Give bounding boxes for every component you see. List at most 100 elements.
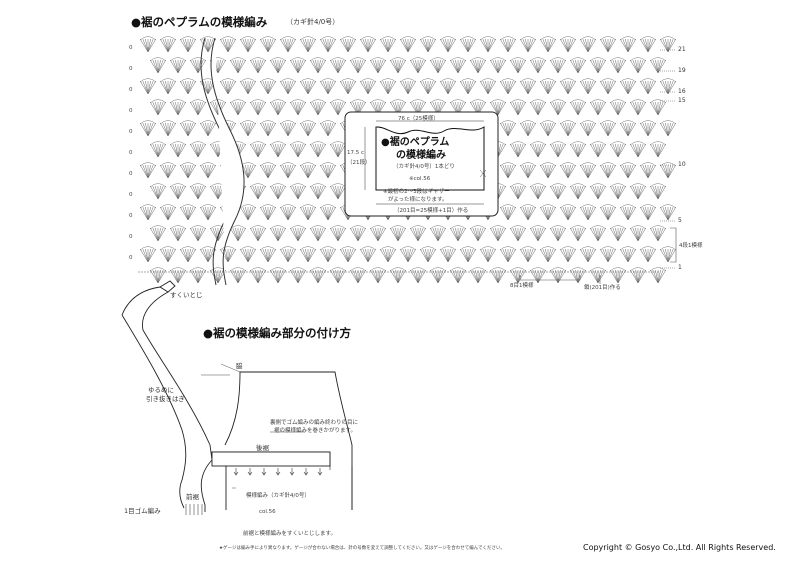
fan-stitch: [219, 78, 237, 95]
fan-stitch: [289, 141, 307, 158]
fan-stitch: [299, 204, 317, 221]
fan-stitch: [539, 36, 557, 53]
fan-stitch: [239, 246, 257, 263]
fan-stitch: [499, 36, 517, 53]
fan-stitch: [579, 36, 597, 53]
fan-stitch: [519, 120, 537, 137]
fan-stitch: [289, 183, 307, 200]
fan-stitch: [339, 36, 357, 53]
right-row-number: 5: [678, 217, 682, 224]
fan-stitch: [359, 36, 377, 53]
repeat-rows-label: 4段1模様: [679, 243, 703, 249]
arrow-mark: [303, 468, 309, 476]
fan-stitch: [539, 246, 557, 263]
fan-stitch: [479, 36, 497, 53]
fan-stitch: [559, 246, 577, 263]
fan-stitch: [569, 99, 587, 116]
label-back-hem: 後裾: [256, 444, 269, 452]
fan-stitch: [629, 141, 647, 158]
fan-stitch: [239, 78, 257, 95]
label-col: col.56: [259, 509, 276, 515]
fan-stitch: [539, 204, 557, 221]
fan-stitch: [239, 36, 257, 53]
fan-stitch: [189, 225, 207, 242]
fan-stitch: [329, 183, 347, 200]
right-row-number: 19: [678, 67, 686, 74]
left-row-number: 0: [129, 66, 133, 72]
fan-stitch: [189, 99, 207, 116]
inset-title-line1: ●裾のペプラム: [381, 137, 450, 148]
fan-stitch: [599, 204, 617, 221]
left-row-number: 0: [129, 213, 133, 219]
fan-stitch: [439, 36, 457, 53]
fan-stitch: [349, 57, 367, 74]
fan-stitch: [159, 204, 177, 221]
fan-stitch: [519, 162, 537, 179]
fan-stitch: [159, 36, 177, 53]
fan-stitch: [269, 99, 287, 116]
fan-stitch: [579, 120, 597, 137]
fan-stitch: [499, 78, 517, 95]
fan-stitch: [199, 120, 217, 137]
fan-stitch: [389, 225, 407, 242]
fan-stitch: [149, 225, 167, 242]
fan-stitch: [359, 78, 377, 95]
fan-stitch: [319, 36, 337, 53]
fan-stitch: [469, 267, 487, 284]
fan-stitch: [619, 78, 637, 95]
fan-stitch: [559, 78, 577, 95]
fan-stitch: [249, 183, 267, 200]
fan-stitch: [599, 78, 617, 95]
fan-stitch: [139, 78, 157, 95]
fan-stitch: [319, 246, 337, 263]
fan-stitch: [489, 225, 507, 242]
inset-title-line2: の模様編み: [396, 150, 446, 161]
fan-stitch: [629, 99, 647, 116]
fan-stitch: [299, 78, 317, 95]
label-front-hem: 前裾: [186, 493, 199, 501]
fan-stitch: [659, 162, 677, 179]
fan-stitch: [649, 99, 667, 116]
fan-stitch: [339, 246, 357, 263]
fan-stitch: [369, 57, 387, 74]
fan-stitch: [629, 267, 647, 284]
fan-stitch: [289, 267, 307, 284]
fan-stitch: [309, 225, 327, 242]
fan-stitch: [659, 204, 677, 221]
left-row-number: 0: [129, 234, 133, 240]
fan-stitch: [599, 36, 617, 53]
fan-stitch: [329, 141, 347, 158]
fan-stitch: [519, 36, 537, 53]
fan-stitch: [639, 120, 657, 137]
fan-stitch: [649, 141, 667, 158]
inset-note-line1: ※最初の2〜3段はギャザー: [383, 189, 450, 195]
fan-stitch: [589, 267, 607, 284]
fan-stitch: [409, 225, 427, 242]
fan-stitch: [429, 267, 447, 284]
fan-stitch: [149, 183, 167, 200]
fan-stitch: [349, 225, 367, 242]
fan-stitch: [249, 225, 267, 242]
fan-stitch: [649, 267, 667, 284]
fan-stitch: [349, 267, 367, 284]
fan-stitch: [619, 36, 637, 53]
fan-stitch: [659, 78, 677, 95]
fan-stitch: [299, 162, 317, 179]
fan-stitch: [509, 57, 527, 74]
fan-stitch: [289, 99, 307, 116]
fan-stitch: [589, 57, 607, 74]
fan-stitch: [549, 141, 567, 158]
fan-stitch: [499, 204, 517, 221]
fan-stitch: [549, 183, 567, 200]
fan-stitch: [589, 225, 607, 242]
label-rib: 1目ゴム編み: [124, 507, 161, 515]
fan-stitch: [259, 120, 277, 137]
fan-stitch: [389, 267, 407, 284]
fan-stitch: [559, 204, 577, 221]
fan-stitch: [459, 36, 477, 53]
fan-stitch: [529, 183, 547, 200]
fan-stitch: [269, 267, 287, 284]
fan-stitch: [569, 267, 587, 284]
arrow-mark: [289, 468, 295, 476]
